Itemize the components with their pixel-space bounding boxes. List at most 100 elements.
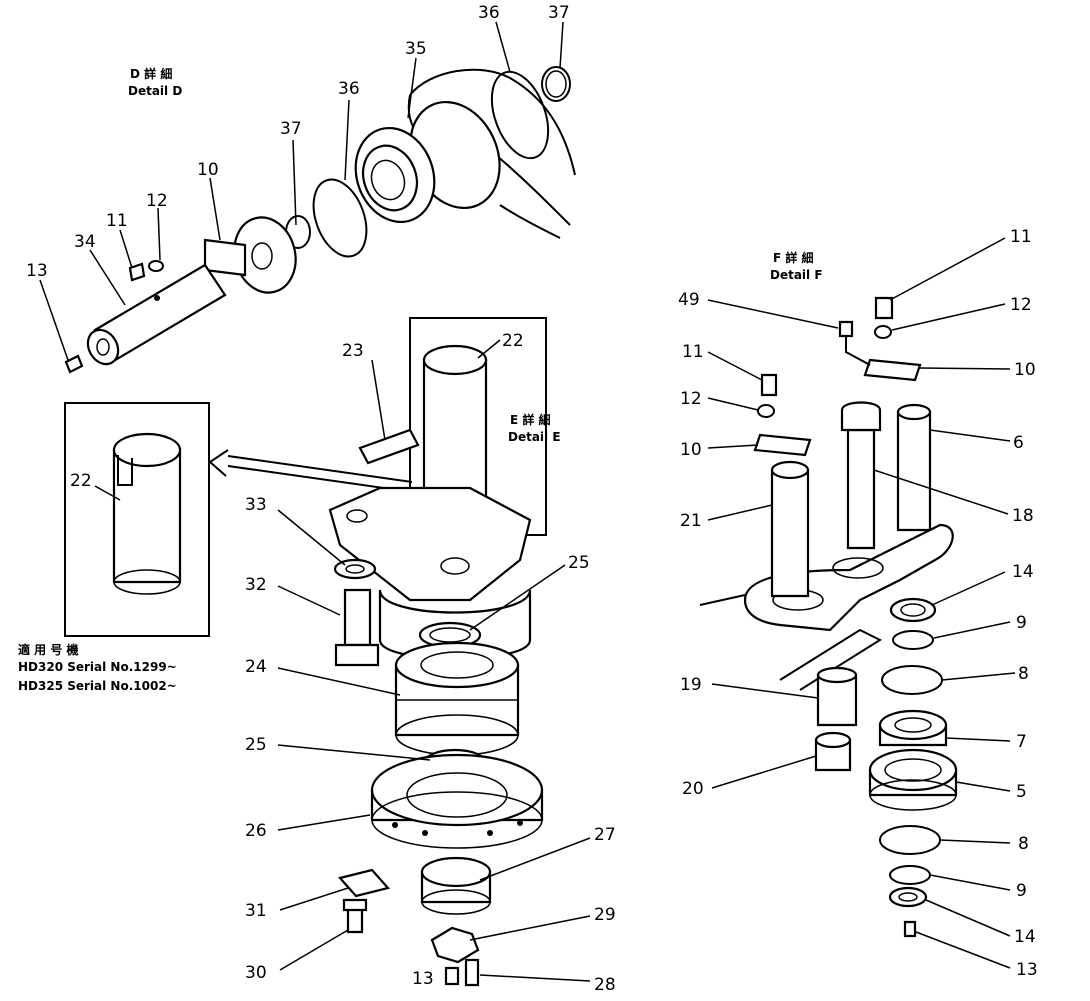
callout-29: 29	[594, 905, 616, 925]
callout-numbers: 37 36 35 36 37 10 12 11 34 13 23 22 22 3…	[26, 3, 1038, 995]
detail-d-caption: D 詳 細 Detail D	[128, 66, 182, 98]
inset-box-pin-22	[64, 402, 210, 637]
pin-34	[86, 263, 227, 366]
washer-33	[333, 558, 377, 580]
callout-10: 10	[197, 160, 219, 180]
svg-text:Detail D: Detail D	[128, 84, 182, 98]
callout-36: 36	[478, 3, 500, 23]
leaders-detail-d	[39, 21, 564, 361]
cap-27	[420, 856, 492, 915]
callout-21: 21	[680, 511, 702, 531]
bearing-24	[394, 641, 520, 756]
callout-22: 22	[502, 331, 524, 351]
callout-10: 10	[1014, 360, 1036, 380]
plate-29	[430, 926, 480, 964]
detail-e-box: E 詳 細 Detail E	[409, 317, 561, 536]
nut-20	[814, 731, 852, 772]
washer-12-f-left	[757, 404, 775, 418]
key-plate-23	[358, 428, 420, 465]
callout-18: 18	[1012, 506, 1034, 526]
o-ring-9-upper	[892, 630, 934, 650]
lock-plate-31	[337, 868, 391, 898]
callout-12: 12	[1010, 295, 1032, 315]
o-ring-37-upper	[541, 66, 571, 102]
plate-10-f-left	[753, 433, 812, 457]
bolt-28	[464, 958, 480, 987]
callout-8: 8	[1018, 664, 1029, 684]
callout-35: 35	[405, 39, 427, 59]
callout-31: 31	[245, 901, 267, 921]
callout-13: 13	[1016, 960, 1038, 980]
bolt-11-d	[128, 262, 146, 282]
washer-12-f-right	[874, 325, 892, 339]
callout-49: 49	[678, 290, 700, 310]
callout-33: 33	[245, 495, 267, 515]
pin-6	[896, 403, 932, 532]
leaders-detail-f	[707, 237, 1016, 969]
callout-11: 11	[1010, 227, 1032, 247]
bolt-11-f-right	[874, 296, 894, 320]
callout-22: 22	[70, 471, 92, 491]
bolt-11-f-left	[760, 373, 778, 397]
washer-12-d	[148, 260, 164, 272]
housing-5	[868, 748, 958, 811]
detail-f-caption: F 詳 細 Detail F	[770, 250, 823, 282]
plate-10-f-right	[863, 358, 922, 382]
callout-14: 14	[1012, 562, 1034, 582]
pin-21	[770, 460, 810, 598]
callout-25: 25	[568, 553, 590, 573]
collar-14-lower	[888, 886, 928, 908]
callout-5: 5	[1016, 782, 1027, 802]
svg-text:Detail E: Detail E	[508, 430, 561, 444]
callout-12: 12	[146, 191, 168, 211]
callout-11: 11	[106, 211, 128, 231]
callout-24: 24	[245, 657, 267, 677]
svg-text:HD320 Serial No.1299~: HD320 Serial No.1299~	[18, 660, 177, 674]
callout-34: 34	[74, 232, 96, 252]
applicable-serials: 適 用 号 機 HD320 Serial No.1299~ HD325 Seri…	[18, 642, 177, 693]
callout-32: 32	[245, 575, 267, 595]
callout-19: 19	[680, 675, 702, 695]
leaders-middle	[94, 339, 591, 982]
grease-fitting-49	[838, 320, 871, 366]
callout-10: 10	[680, 440, 702, 460]
svg-text:Detail F: Detail F	[770, 268, 823, 282]
callout-25: 25	[245, 735, 267, 755]
seal-25-upper	[418, 621, 482, 649]
callout-12: 12	[680, 389, 702, 409]
bearing-35	[354, 126, 436, 224]
callout-20: 20	[682, 779, 704, 799]
callout-9: 9	[1016, 613, 1027, 633]
bearing-7	[878, 709, 948, 747]
callout-13: 13	[26, 261, 48, 281]
callout-37: 37	[280, 119, 302, 139]
snap-ring-8-lower	[879, 825, 941, 855]
callout-23: 23	[342, 341, 364, 361]
snap-ring-8-upper	[881, 665, 943, 695]
bolt-18	[840, 401, 882, 550]
grease-fitting-13-f	[903, 920, 917, 938]
callout-11: 11	[682, 342, 704, 362]
callout-6: 6	[1013, 433, 1024, 453]
snap-ring-36-lower	[312, 178, 368, 258]
callout-28: 28	[594, 975, 616, 995]
flange-housing-26	[370, 753, 544, 849]
svg-text:F 詳 細: F 詳 細	[773, 250, 814, 265]
callout-14: 14	[1014, 927, 1036, 947]
callout-30: 30	[245, 963, 267, 983]
o-ring-9-lower	[889, 865, 931, 885]
grease-fitting-13-d	[64, 354, 84, 374]
callout-13: 13	[412, 969, 434, 989]
svg-text:HD325 Serial No.1002~: HD325 Serial No.1002~	[18, 679, 177, 693]
collar-14-upper	[889, 597, 937, 623]
callout-26: 26	[245, 821, 267, 841]
callout-27: 27	[594, 825, 616, 845]
bolt-30	[342, 898, 368, 934]
svg-text:D 詳 細: D 詳 細	[130, 66, 172, 81]
bolt-32	[334, 588, 380, 667]
callout-37: 37	[548, 3, 570, 23]
callout-9: 9	[1016, 881, 1027, 901]
grease-fitting-13-e	[444, 966, 460, 986]
plate-10-upper	[203, 238, 247, 277]
